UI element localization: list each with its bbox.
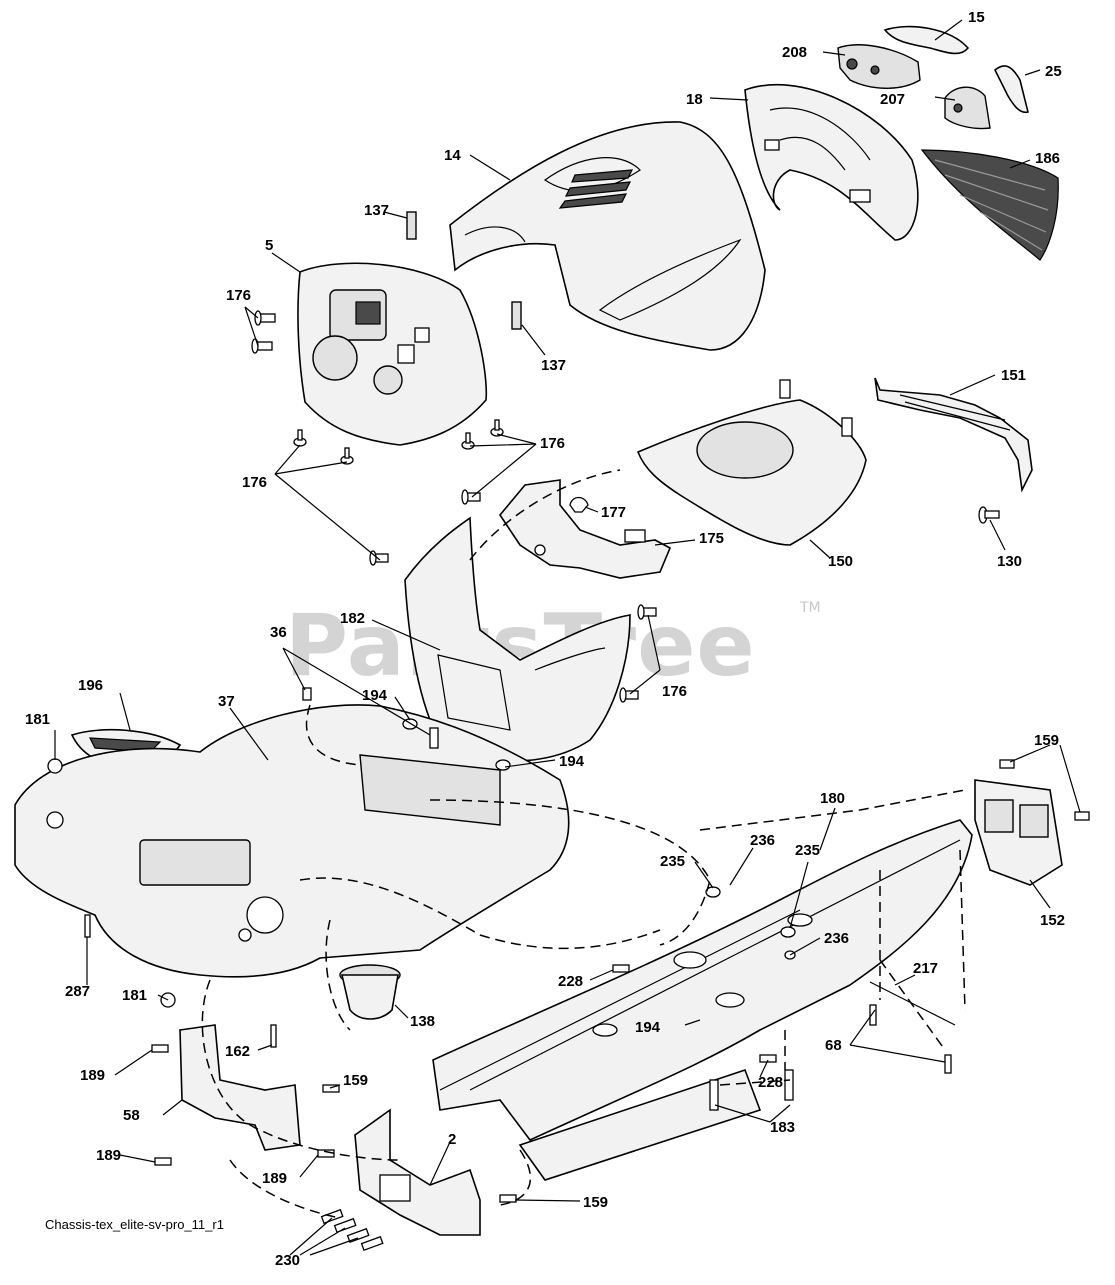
part-37-fender[interactable] bbox=[14, 704, 570, 978]
label-235-b: 235 bbox=[795, 842, 820, 859]
small-hardware bbox=[47, 687, 1090, 1203]
part-25-lens[interactable] bbox=[993, 65, 1029, 114]
label-207: 207 bbox=[880, 91, 905, 108]
label-14: 14 bbox=[444, 147, 461, 164]
label-183: 183 bbox=[770, 1119, 795, 1136]
part-137-bottom[interactable] bbox=[511, 301, 522, 330]
label-37: 37 bbox=[218, 693, 235, 710]
label-137-top: 137 bbox=[364, 202, 389, 219]
label-15: 15 bbox=[968, 9, 985, 26]
label-58: 58 bbox=[123, 1107, 140, 1124]
part-151-bracket[interactable] bbox=[874, 377, 1033, 493]
label-5: 5 bbox=[265, 237, 273, 254]
label-236-a: 236 bbox=[750, 832, 775, 849]
part-5-dash-panel[interactable] bbox=[297, 262, 488, 446]
watermark-trademark: TM bbox=[799, 600, 821, 616]
label-151: 151 bbox=[1001, 367, 1026, 384]
label-236-b: 236 bbox=[824, 930, 849, 947]
part-130-bolt[interactable] bbox=[978, 506, 1000, 524]
label-152: 152 bbox=[1040, 912, 1065, 929]
part-15-cover[interactable] bbox=[883, 25, 970, 55]
label-176-d: 176 bbox=[662, 683, 687, 700]
label-176-a: 176 bbox=[226, 287, 251, 304]
label-150: 150 bbox=[828, 553, 853, 570]
part-177-clip[interactable] bbox=[569, 496, 589, 513]
label-235-a: 235 bbox=[660, 853, 685, 870]
part-137-top[interactable] bbox=[406, 211, 417, 240]
label-2: 2 bbox=[448, 1131, 456, 1148]
label-189-c: 189 bbox=[262, 1170, 287, 1187]
diagram-caption: Chassis-tex_elite-sv-pro_11_r1 bbox=[45, 1217, 224, 1232]
label-194-a: 194 bbox=[362, 687, 388, 704]
assembly-dashed-lines bbox=[201, 469, 966, 1219]
label-130: 130 bbox=[997, 553, 1022, 570]
label-176-b: 176 bbox=[540, 435, 565, 452]
label-228-a: 228 bbox=[558, 973, 583, 990]
label-36: 36 bbox=[270, 624, 287, 641]
part-175-bracket[interactable] bbox=[499, 479, 672, 579]
part-186-grille[interactable] bbox=[920, 149, 1059, 261]
label-228-b: 228 bbox=[758, 1074, 783, 1091]
label-159-c: 159 bbox=[583, 1194, 608, 1211]
label-182: 182 bbox=[340, 610, 365, 627]
part-208-headlight[interactable] bbox=[837, 44, 921, 89]
label-287: 287 bbox=[65, 983, 90, 1000]
part-150-floor-pan[interactable] bbox=[636, 379, 867, 546]
part-152-plate[interactable] bbox=[974, 779, 1063, 886]
label-189-a: 189 bbox=[80, 1067, 105, 1084]
leader-lines bbox=[54, 19, 1081, 1256]
label-186: 186 bbox=[1035, 150, 1060, 167]
label-138: 138 bbox=[410, 1013, 435, 1030]
label-208: 208 bbox=[782, 44, 807, 61]
label-176-c: 176 bbox=[242, 474, 267, 491]
label-18: 18 bbox=[686, 91, 703, 108]
label-230: 230 bbox=[275, 1252, 300, 1269]
part-18-hood-front[interactable] bbox=[744, 84, 919, 241]
label-137-bottom: 137 bbox=[541, 357, 566, 374]
part-207-headlight[interactable] bbox=[944, 86, 991, 130]
label-181-a: 181 bbox=[25, 711, 50, 728]
part-176-fasteners[interactable] bbox=[251, 310, 657, 703]
label-196: 196 bbox=[78, 677, 103, 694]
part-180-frame[interactable] bbox=[432, 819, 973, 1181]
label-159-a: 159 bbox=[1034, 732, 1059, 749]
part-14-hood[interactable] bbox=[449, 121, 766, 351]
label-175: 175 bbox=[699, 530, 724, 547]
part-230-bolts[interactable] bbox=[320, 1208, 384, 1252]
part-2-bracket[interactable] bbox=[354, 1108, 481, 1236]
label-194-b: 194 bbox=[559, 753, 585, 770]
label-180: 180 bbox=[820, 790, 845, 807]
label-25: 25 bbox=[1045, 63, 1062, 80]
label-177: 177 bbox=[601, 504, 626, 521]
label-189-b: 189 bbox=[96, 1147, 121, 1164]
part-217-rod[interactable] bbox=[869, 981, 956, 1026]
callout-labels: 15 208 25 18 207 186 14 137 137 5 176 17… bbox=[25, 9, 1065, 1269]
label-68: 68 bbox=[825, 1037, 842, 1054]
label-159-b: 159 bbox=[343, 1072, 368, 1089]
label-217: 217 bbox=[913, 960, 938, 977]
part-138-boot[interactable] bbox=[339, 964, 401, 1020]
label-162: 162 bbox=[225, 1043, 250, 1060]
label-194-c: 194 bbox=[635, 1019, 661, 1036]
label-181-b: 181 bbox=[122, 987, 147, 1004]
